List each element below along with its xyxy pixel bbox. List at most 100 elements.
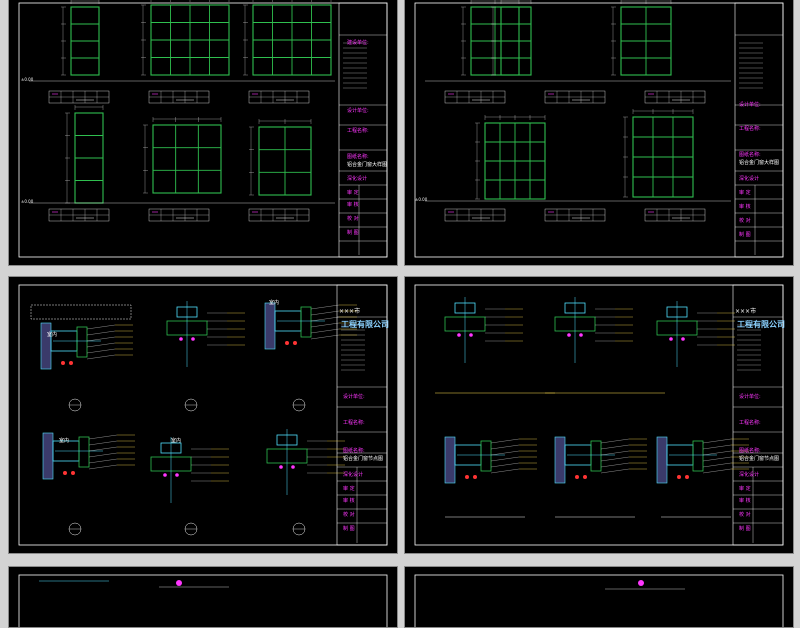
leader-line	[600, 444, 630, 450]
sealant-point	[567, 333, 571, 337]
sealant-point	[176, 580, 182, 586]
sealant-point	[191, 337, 195, 341]
room-label: 室内	[59, 438, 70, 444]
leader-line	[88, 464, 118, 470]
sash-profile	[480, 440, 492, 472]
tb-drawing-name: 图纸名称:	[347, 154, 369, 160]
leader-line	[310, 310, 340, 316]
tb-review: 审 核	[739, 204, 751, 210]
slab-section	[30, 304, 132, 320]
sealant-point	[677, 475, 681, 479]
leader-line	[310, 334, 340, 340]
sheet-top-left[interactable]: ±0.00 ±0.00 建设单位: 设计单位: 工程名称: 图纸名称: 铝合金门…	[8, 0, 398, 266]
tb-drawn: 制 图	[739, 232, 751, 238]
level-mark: ±0.00	[21, 199, 34, 204]
leader-line	[702, 444, 732, 450]
leader-line	[600, 462, 630, 468]
leader-line	[86, 336, 116, 342]
window-frame	[152, 124, 222, 194]
tb-review: 审 核	[739, 498, 751, 504]
leader-line	[86, 348, 116, 354]
sash-profile	[692, 440, 704, 472]
wall-section	[554, 436, 566, 484]
leader-line	[490, 450, 520, 456]
sheet-middle-left[interactable]: ×××市 工程有限公司 设计单位: 工程名称: 图纸名称: 铝合金门窗节点图 深…	[8, 276, 398, 554]
title-block	[734, 2, 784, 258]
leader-line	[702, 456, 732, 462]
title-block	[338, 2, 388, 258]
wall-section	[444, 436, 456, 484]
title-block	[336, 284, 388, 546]
leader-line	[702, 438, 732, 444]
level-mark: ±0.00	[21, 77, 34, 82]
sealant-point	[175, 473, 179, 477]
sealant-point	[465, 475, 469, 479]
drawing-frame	[414, 2, 784, 258]
sash-profile	[590, 440, 602, 472]
partial-drawing	[18, 574, 388, 627]
sealant-point	[457, 333, 461, 337]
sealant-point	[61, 361, 65, 365]
sealant-point	[71, 471, 75, 475]
drawing-title: 铝合金门窗大样图	[347, 162, 388, 168]
sealant-point	[681, 337, 685, 341]
sash-profile	[300, 306, 312, 338]
leader-line	[86, 354, 116, 360]
tb-review: 审 核	[343, 498, 355, 504]
leader-line	[490, 462, 520, 468]
tb-design-unit: 设计单位:	[343, 394, 365, 400]
sealant-point	[575, 475, 579, 479]
tb-project-name: 工程名称:	[343, 420, 365, 426]
leader-line	[702, 468, 732, 474]
drawing-frame	[18, 574, 388, 627]
wall-section	[40, 322, 52, 370]
leader-line	[702, 450, 732, 456]
sealant-point	[179, 337, 183, 341]
drawing-title: 铝合金门窗大样图	[739, 160, 780, 166]
tb-design-unit: 设计单位:	[347, 108, 369, 114]
leader-line	[86, 324, 116, 330]
leader-line	[702, 462, 732, 468]
leader-line	[88, 458, 118, 464]
tb-check: 校 对	[739, 218, 751, 224]
leader-line	[310, 328, 340, 334]
leader-line	[88, 440, 118, 446]
leader-line	[86, 330, 116, 336]
tb-drawing-name: 图纸名称:	[739, 152, 761, 158]
company-prefix: ×××市	[339, 308, 361, 315]
elevation-drawing	[18, 0, 388, 258]
company-name: 工程有限公司	[341, 320, 389, 329]
tb-review: 审 核	[347, 202, 359, 208]
leader-line	[88, 452, 118, 458]
sealant-point	[69, 361, 73, 365]
tb-approve: 审 定	[739, 190, 751, 196]
tb-drawn: 制 图	[343, 526, 355, 532]
sealant-point	[293, 341, 297, 345]
sheet-middle-right[interactable]: ×××市 工程有限公司 设计单位: 工程名称: 图纸名称: 铝合金门窗节点图 深…	[404, 276, 794, 554]
sealant-point	[279, 465, 283, 469]
wall-section	[42, 432, 54, 480]
sheet-top-right[interactable]: ±0.00 设计单位: 工程名称: 图纸名称: 铝合金门窗大样图 深化设计 审 …	[404, 0, 794, 266]
leader-line	[600, 450, 630, 456]
sealant-point	[163, 473, 167, 477]
sealant-point	[285, 341, 289, 345]
leader-line	[600, 438, 630, 444]
detail-drawing	[414, 284, 784, 546]
leader-line	[310, 322, 340, 328]
tb-project-name: 工程名称:	[739, 420, 761, 426]
tb-deepen-design: 深化设计	[343, 472, 364, 478]
tb-project-name: 工程名称:	[739, 126, 761, 132]
drawing-title: 铝合金门窗节点图	[343, 456, 384, 462]
tb-check: 校 对	[347, 216, 359, 222]
wall-section	[656, 436, 668, 484]
tb-drawn: 制 图	[739, 526, 751, 532]
sealant-point	[583, 475, 587, 479]
sheet-bottom-right[interactable]	[404, 566, 794, 628]
leader-line	[600, 456, 630, 462]
tb-approve: 审 定	[347, 190, 359, 196]
tb-design-unit: 设计单位:	[739, 102, 761, 108]
leader-line	[600, 468, 630, 474]
company-name: 工程有限公司	[737, 320, 785, 329]
sheet-bottom-left[interactable]	[8, 566, 398, 628]
leader-line	[310, 316, 340, 322]
